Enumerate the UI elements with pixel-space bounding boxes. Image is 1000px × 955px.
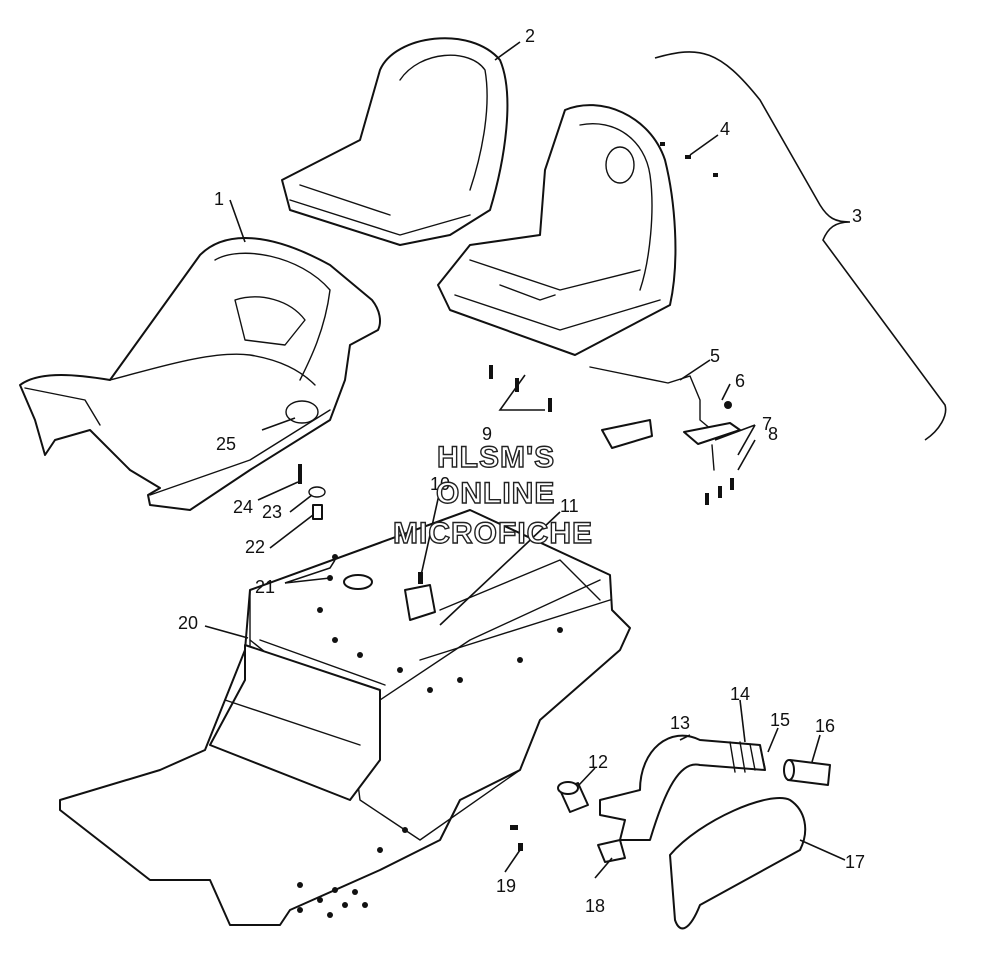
leader-lines: [204, 41, 846, 879]
watermark-line-1: HLSM'S: [437, 441, 555, 474]
callout-labels: 1 2 3 4 5 6 7 8 9 10 11 12 13 14 15 16 1…: [178, 26, 865, 916]
callout-16: 16: [815, 716, 835, 736]
callout-12: 12: [588, 752, 608, 772]
passenger-seat-cushion: [281, 37, 509, 246]
callout-25: 25: [216, 434, 236, 454]
callout-14: 14: [730, 684, 750, 704]
callout-18: 18: [585, 896, 605, 916]
group-bracket: [654, 51, 947, 441]
hand-guard-cover: [669, 797, 807, 930]
callout-17: 17: [845, 852, 865, 872]
callout-6: 6: [735, 371, 745, 391]
callout-5: 5: [710, 346, 720, 366]
callout-11: 11: [560, 496, 579, 516]
callout-20: 20: [178, 613, 198, 633]
callout-1: 1: [214, 189, 224, 209]
callout-15: 15: [770, 710, 790, 730]
callout-19: 19: [496, 876, 516, 896]
duct-clip: [597, 839, 626, 863]
callout-22: 22: [245, 537, 265, 557]
seat-hardware: [298, 464, 326, 520]
seat-latch-rod: [589, 366, 741, 471]
backrest-frame-assembly: [437, 104, 677, 356]
watermark: HLSM'S ONLINE MICROFICHE: [392, 440, 593, 550]
slot-plate: [343, 574, 373, 590]
backrest-screws: [660, 142, 718, 177]
small-fastener-19: [510, 825, 523, 851]
rear-cross-panel: [209, 639, 386, 801]
watermark-line-3: MICROFICHE: [393, 517, 593, 550]
duct-coupler: [557, 781, 589, 813]
watermark-line-2: ONLINE: [436, 477, 555, 510]
callout-8: 8: [768, 424, 778, 444]
callout-3: 3: [852, 206, 862, 226]
callout-9: 9: [482, 424, 492, 444]
callout-23: 23: [262, 502, 282, 522]
callout-13: 13: [670, 713, 690, 733]
callout-7: 7: [762, 414, 772, 434]
latch-screws: [705, 478, 734, 505]
callout-10: 10: [430, 474, 450, 494]
main-seat: [19, 237, 381, 511]
callout-2: 2: [525, 26, 535, 46]
callout-4: 4: [720, 119, 730, 139]
callout-24: 24: [233, 497, 253, 517]
chassis-holes: [297, 554, 563, 918]
duct-end-tube: [783, 759, 831, 786]
duct-hose: [599, 734, 766, 841]
seat-bolts: [489, 365, 552, 412]
callout-21: 21: [255, 577, 275, 597]
